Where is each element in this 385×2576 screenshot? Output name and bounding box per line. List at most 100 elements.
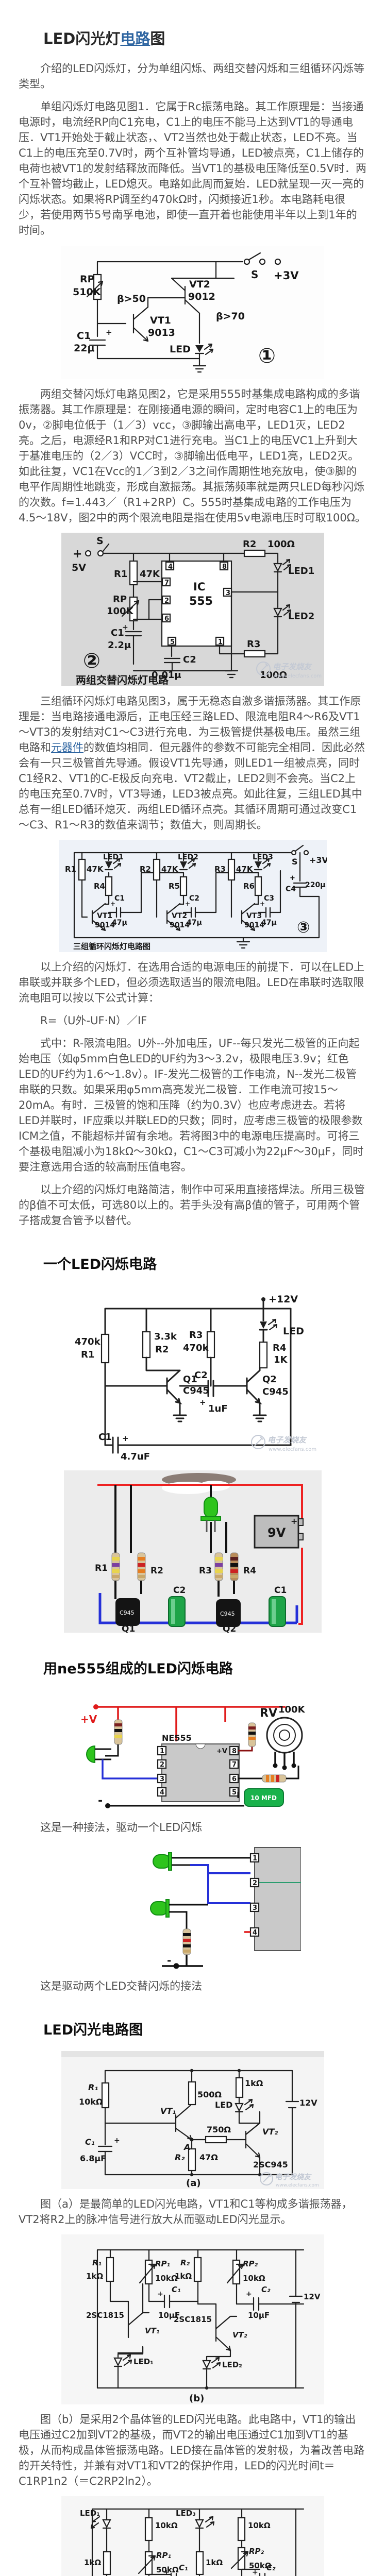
pin7: 7 (232, 1761, 237, 1769)
figure-background (58, 840, 327, 952)
led3-label: LED3 (253, 853, 273, 861)
watermark-url: www.elecfans.com (276, 2183, 319, 2188)
svg-text:+: + (110, 900, 115, 907)
paragraph-circuit-b: 图（b）是采用2个晶体管的LED闪光电路。此电路中，VT1的输出电压通过C2加到… (19, 2413, 365, 2487)
vt1-model: 9013 (148, 327, 175, 338)
formula-explanation-paragraph: 式中：R-限流电阻。U外--外加电压，UF--每只发光二极管的正向起始电压（如φ… (19, 1037, 364, 1173)
vt1-label: VT1 (150, 315, 171, 326)
r5-label: R5 (169, 882, 180, 891)
r3-label: R3 (214, 865, 226, 874)
rp2-value: 50kΩ (249, 2561, 272, 2570)
led2-label: LED2 (178, 853, 198, 861)
led3-label: LED₃ (176, 2509, 196, 2518)
led-label: LED (215, 2100, 232, 2110)
c3-value: 47μ (261, 919, 277, 927)
potentiometer (266, 1717, 303, 1754)
vt1-label: VT₁ (160, 2106, 176, 2116)
watermark-url: www.elecfans.com (274, 673, 322, 679)
minus-label: - (98, 1794, 103, 1807)
figure-pictorial-layout: C945 C945 9V + R1 R2 R3 R4 C2 C1 Q1 Q2 (0, 1470, 385, 1633)
c2-label: C2 (189, 894, 199, 903)
r2-value: 47K (161, 865, 179, 874)
title-text: LED闪光灯 (43, 30, 121, 47)
c2-label: C2 (194, 1370, 208, 1381)
q1-label: Q1 (183, 1374, 197, 1385)
led1-label: LED1 (288, 566, 314, 577)
r1-value: 470k (75, 1336, 101, 1347)
r4-value: 1K (274, 1354, 288, 1365)
c2-label: C₂ (266, 2563, 276, 2572)
capacitor-c1 (268, 1596, 286, 1627)
circuit-drawing (97, 1473, 304, 1627)
note-two-led: 这是驱动两个LED交替闪烁的接法 (40, 1980, 203, 1992)
rp1-value: 50kΩ (156, 2565, 179, 2574)
elecfans-watermark: 电子发烧友 www.elecfans.com (259, 2172, 319, 2188)
circuit-drawing: + + (96, 2249, 304, 2390)
note-one-led: 这是一种接法，驱动一个LED闪烁 (40, 1821, 203, 1834)
title-circuit-link[interactable]: 电路 (120, 30, 150, 47)
rp2-label: RP₂ (249, 2547, 264, 2556)
formula-line: R=（U外-UF·N）／IF (40, 1014, 147, 1027)
pin1: 1 (253, 1855, 257, 1862)
minus-label: - (167, 1954, 171, 1967)
vt2-label: VT2 (189, 279, 210, 290)
switch-label: S (251, 268, 258, 281)
figure-circuit-a: + R₁ 10kΩ 500Ω 1kΩ LED 12V VT₁ 750Ω VT₂ … (0, 2051, 385, 2189)
pin6: 6 (164, 615, 169, 623)
supply-label: +3V (274, 269, 299, 282)
ne555-chip (161, 1743, 240, 1802)
c2-label: C2 (183, 654, 196, 665)
vt1-label: VT1 (97, 912, 112, 920)
rp-value: 510K (73, 286, 102, 298)
r2-label: R2 (243, 539, 256, 550)
circuit-drawing: + + (73, 844, 320, 949)
vt2-label: VT₂ (262, 2127, 278, 2137)
supply-label: +V (80, 1713, 97, 1725)
r1-label: R₁ (92, 2258, 102, 2267)
c4-label: C4 (286, 885, 296, 893)
watermark-url: www.elecfans.com (269, 1447, 316, 1452)
figure-caption: 三组循环闪烁灯电路图 (73, 942, 150, 951)
c1-label: C1 (111, 628, 124, 638)
c1-value: 4.7uF (121, 1451, 150, 1462)
rp-label: RP (80, 274, 95, 285)
r1b-value: 1kΩ (206, 2558, 223, 2567)
c2-plus: + (199, 1398, 206, 1407)
three-group-paragraph: 三组循环闪烁灯电路见图3，属于无稳态自激多谐振荡器。其工作原理是：当电路接通电源… (19, 693, 366, 833)
elecfans-watermark: 电子发烧友 www.elecfans.com (256, 662, 322, 679)
plug-icon (259, 663, 269, 673)
pin6: 6 (232, 1775, 237, 1783)
vt2-model: 9014 (170, 921, 190, 929)
q2-label: Q2 (262, 1374, 277, 1385)
resistor-r1 (111, 1552, 120, 1581)
pin3: 3 (253, 1904, 257, 1912)
figure-circuit-b: + + R₁ 1kΩ RP₁ 10kΩ R₂ 1kΩ RP₂ 10kΩ C₁ 1… (0, 2234, 385, 2404)
pin2: 2 (164, 597, 169, 605)
led-label: LED (170, 344, 191, 355)
resistor (182, 1928, 191, 1955)
series-resistor-paragraph: 以上介绍的闪烁灯．在选用合适的电源电压的前提下．可以在LED上串联或并联多个LE… (19, 961, 365, 1004)
components-link[interactable]: 元器件 (51, 741, 83, 754)
p4-text-b: 的数值均相同．但元器件的参数不可能完全相同．因此必然会有一只三极管首先导通。假设… (19, 741, 365, 831)
r4-label: R4 (243, 1566, 256, 1576)
svg-text:+: + (290, 874, 295, 882)
figure-letter: (b) (189, 2393, 204, 2404)
svg-text:+: + (260, 900, 265, 907)
r6-label: R6 (243, 882, 255, 891)
r1-value: 47K (87, 865, 104, 874)
vt2-model: 9012 (188, 291, 215, 302)
c2-label: C₂ (261, 2285, 271, 2294)
rp-label: RP (113, 594, 127, 605)
q2-label: Q2 (223, 1624, 236, 1633)
r3-label: R3 (247, 639, 260, 650)
led (86, 1745, 95, 1764)
vcc-pin-label: +V (216, 1748, 227, 1755)
pin1: 1 (218, 638, 223, 646)
led-label: LED (283, 1326, 304, 1337)
circuit-drawing (86, 1704, 303, 1808)
r1-label: R1 (95, 1563, 108, 1573)
circuit-drawing (149, 1847, 301, 1969)
led2 (149, 1901, 169, 1916)
led1-label: LED1 (103, 853, 124, 861)
r1-value: 47K (140, 569, 160, 580)
